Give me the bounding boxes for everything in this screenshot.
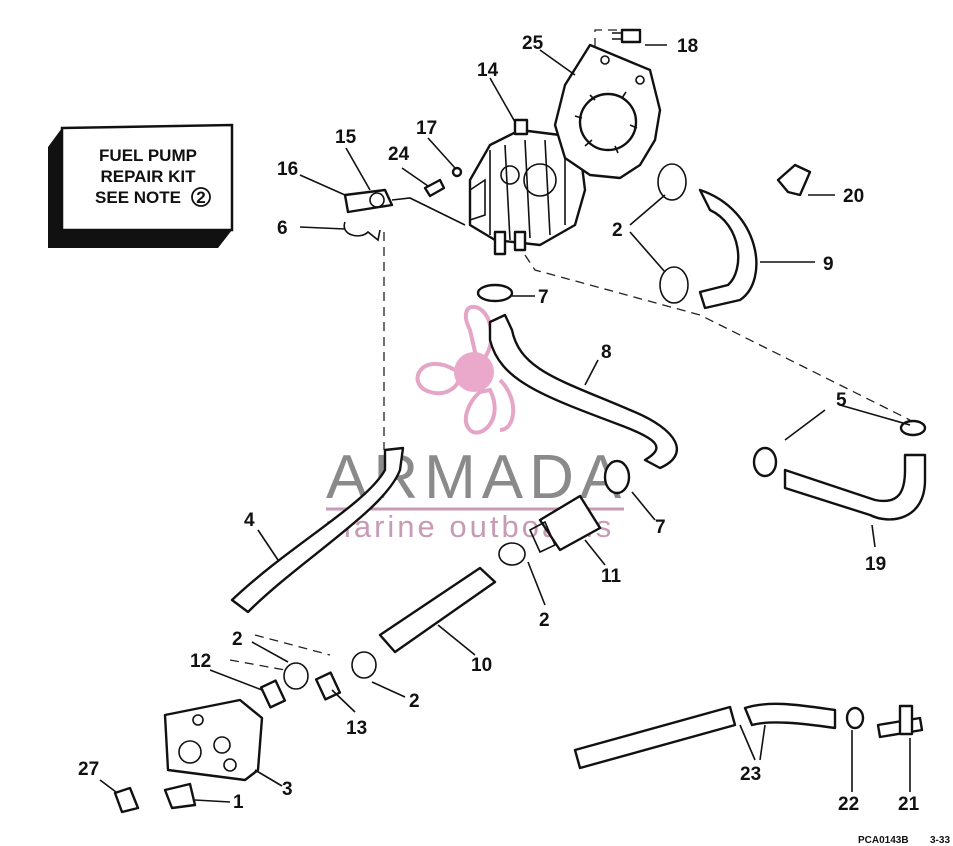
callout-14: 14 <box>477 60 499 81</box>
hose-23-right <box>743 702 837 730</box>
callout-20: 20 <box>843 186 864 207</box>
clamp-2-mid <box>351 651 377 679</box>
callout-2-left: 2 <box>232 629 243 650</box>
callout-11: 11 <box>601 566 622 587</box>
hose-23-left <box>573 705 737 770</box>
hose-8 <box>488 313 679 470</box>
leader-lines <box>99 44 911 803</box>
fitting-13 <box>314 671 342 701</box>
kit-line-3: SEE NOTE <box>95 188 181 207</box>
callout-9: 9 <box>823 254 834 275</box>
clamp-7-lower <box>603 459 631 495</box>
callouts: 25 18 14 15 17 24 16 20 6 2 9 7 8 5 7 4 … <box>78 33 920 815</box>
kit-line-2: REPAIR KIT <box>100 167 196 186</box>
callout-22: 22 <box>838 794 859 815</box>
repair-kit-box: FUEL PUMP REPAIR KIT SEE NOTE 2 <box>48 123 234 248</box>
clamp-2-lower <box>659 266 689 304</box>
kit-note-number: 2 <box>196 188 205 207</box>
page-ref: 3-33 <box>930 835 950 846</box>
clamp-2-left <box>283 662 309 690</box>
reference-code: PCA0143B <box>858 835 909 846</box>
mounting-plate <box>553 43 662 180</box>
clip-6 <box>343 221 381 242</box>
clamp-2-filter <box>498 542 526 566</box>
callout-1: 1 <box>233 792 244 813</box>
clamp-7-upper <box>476 283 514 303</box>
note-circle-icon <box>191 187 211 207</box>
callout-3: 3 <box>282 779 293 800</box>
callout-2-mid: 2 <box>409 691 420 712</box>
hose-19 <box>783 453 927 521</box>
callout-2-upper: 2 <box>612 220 623 241</box>
callout-13: 13 <box>346 718 367 739</box>
part-27 <box>113 786 140 814</box>
callout-16: 16 <box>277 159 298 180</box>
callout-8: 8 <box>601 342 612 363</box>
callout-24: 24 <box>388 144 410 165</box>
kit-line-1: FUEL PUMP <box>99 146 197 165</box>
fuel-pump-assembly <box>468 118 587 256</box>
washer-17 <box>451 166 463 178</box>
screw-24 <box>423 178 446 198</box>
fitting-12 <box>259 679 287 709</box>
screw-18 <box>612 28 642 44</box>
fitting-16 <box>343 188 466 226</box>
clip-22 <box>845 706 865 730</box>
callout-15: 15 <box>335 127 357 148</box>
callout-12: 12 <box>190 651 211 672</box>
callout-23: 23 <box>740 764 761 785</box>
callout-10: 10 <box>471 655 492 676</box>
callout-18: 18 <box>677 36 698 57</box>
callout-7-lower: 7 <box>655 517 666 538</box>
fuel-pump-base-3 <box>163 698 264 782</box>
callout-25: 25 <box>522 33 544 54</box>
callout-21: 21 <box>898 794 920 815</box>
hose-10 <box>378 566 497 654</box>
hose-4 <box>230 446 405 614</box>
clamp-5-left <box>752 446 778 478</box>
callout-5: 5 <box>836 390 847 411</box>
clip-20 <box>776 163 812 197</box>
callout-4: 4 <box>244 510 255 531</box>
callout-27: 27 <box>78 759 99 780</box>
callout-7-upper: 7 <box>538 287 549 308</box>
hose-9 <box>698 188 758 310</box>
callout-6: 6 <box>277 218 288 239</box>
assembly-guides <box>229 29 911 671</box>
clamp-2-upper <box>657 163 687 201</box>
callout-17: 17 <box>416 118 437 139</box>
part-1 <box>163 782 197 810</box>
callout-2-filter: 2 <box>539 610 550 631</box>
valve-21 <box>876 704 924 739</box>
callout-19: 19 <box>865 554 886 575</box>
